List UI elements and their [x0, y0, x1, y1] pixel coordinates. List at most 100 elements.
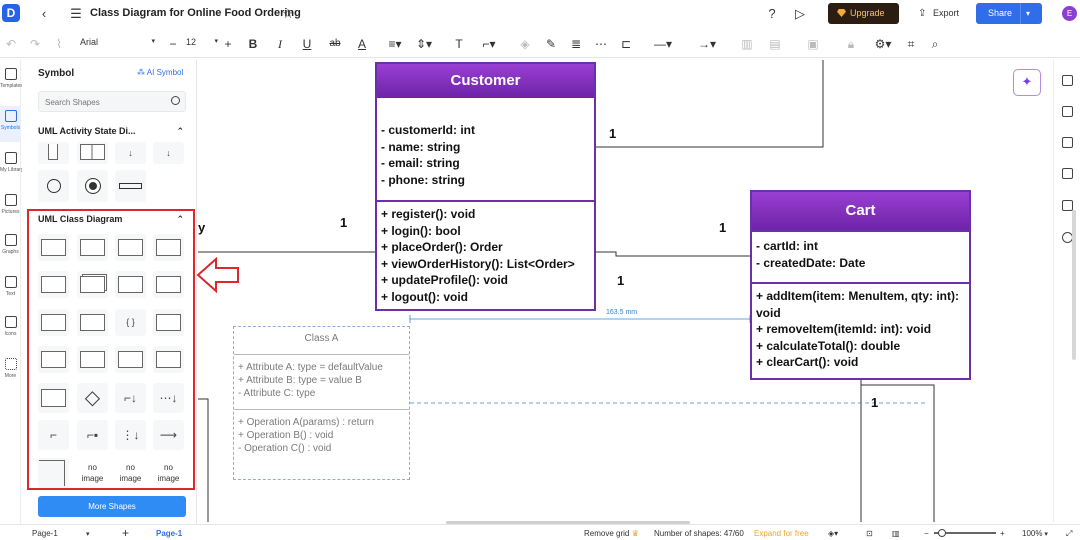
decrease-font-icon[interactable]: − — [169, 37, 177, 51]
shape-tile-signal[interactable] — [38, 309, 69, 336]
shape-tile-package[interactable] — [115, 346, 146, 373]
search-input[interactable] — [45, 95, 165, 109]
line-jump-icon[interactable]: ⊏ — [620, 37, 632, 51]
increase-font-icon[interactable]: + — [224, 37, 232, 51]
search-icon[interactable] — [171, 96, 180, 105]
arrange-icon[interactable]: ▤ — [769, 37, 781, 51]
font-color-icon[interactable]: A — [357, 37, 366, 51]
line-spacing-icon[interactable]: ⇕▾ — [415, 37, 433, 51]
rail-symbols[interactable]: Symbols — [0, 106, 21, 142]
zoom-level[interactable]: 100% ▾ — [1022, 529, 1048, 538]
shape-tile[interactable] — [38, 142, 69, 164]
horizontal-scrollbar[interactable] — [446, 521, 690, 524]
rail-templates[interactable]: Templates — [0, 68, 23, 100]
underline-icon[interactable]: U — [302, 37, 312, 51]
avatar[interactable]: E — [1062, 6, 1077, 21]
layers-icon[interactable]: ◈▾ — [828, 529, 839, 538]
page-panel-icon[interactable] — [1062, 106, 1073, 117]
expand-link[interactable]: Expand for free — [754, 529, 809, 538]
shape-tile-class[interactable] — [115, 234, 146, 261]
rail-text[interactable]: Text — [0, 276, 21, 308]
shape-tile-line[interactable] — [38, 458, 69, 488]
shape-tile[interactable] — [38, 170, 69, 202]
fit-icon[interactable]: ⊡ — [866, 529, 873, 538]
line-dash-icon[interactable]: ⋯ — [595, 37, 607, 51]
italic-icon[interactable]: I — [278, 37, 282, 51]
shape-tile-note[interactable] — [38, 383, 69, 413]
rail-graphs[interactable]: Graphs — [0, 234, 21, 266]
shape-tile-arrow[interactable]: ⟶ — [153, 420, 184, 450]
arrow-style-select[interactable]: →▾ — [697, 37, 717, 51]
remove-grid-button[interactable]: Remove grid ♛ — [584, 529, 639, 538]
share-button[interactable]: Share ▾ — [976, 3, 1042, 24]
shape-tile-package[interactable] — [153, 309, 184, 336]
position-icon[interactable]: ▣ — [807, 37, 819, 51]
chevron-up-icon[interactable]: ⌃ — [176, 214, 184, 224]
shape-tile[interactable]: ↓ — [115, 142, 146, 164]
shape-tile-connector[interactable]: ⌐ — [38, 420, 69, 450]
lock-icon[interactable]: 🔒︎ — [847, 37, 855, 51]
crop-icon[interactable]: ⌗ — [907, 37, 915, 51]
menu-icon[interactable]: ☰ — [70, 6, 82, 21]
shape-tile-decision[interactable]: ◇ — [77, 383, 108, 413]
shape-tile-files[interactable] — [77, 271, 108, 298]
zoom-in-icon[interactable]: + — [1000, 529, 1005, 538]
class-cart[interactable]: Cart - cartId: int - createdDate: Date +… — [750, 190, 971, 380]
section-uml-activity[interactable]: UML Activity State Di... ⌃ — [38, 126, 184, 136]
shape-tile[interactable]: ↓ — [153, 142, 184, 164]
shape-tile-connector[interactable]: ⌐▪ — [77, 420, 108, 450]
font-family-select[interactable]: Arial ▾ — [80, 37, 155, 47]
font-size-select[interactable]: 12 ▾ — [186, 37, 218, 47]
shape-tile-class[interactable] — [153, 234, 184, 261]
shape-tile-connector[interactable]: ⋮↓ — [115, 420, 146, 450]
class-a[interactable]: Class A + Attribute A: type = defaultVal… — [233, 326, 410, 480]
shape-tile-interface[interactable] — [38, 271, 69, 298]
shape-tile-no-image[interactable]: no image — [157, 463, 180, 483]
fill-panel-icon[interactable] — [1062, 75, 1073, 86]
undo-icon[interactable]: ↶ — [5, 37, 17, 51]
shape-tile-no-image[interactable]: no image — [119, 463, 142, 483]
zoom-out-icon[interactable]: − — [924, 529, 929, 538]
format-painter-icon[interactable]: ⌇ — [56, 37, 62, 51]
diagram-canvas[interactable]: 163.5 mm y 1 1 1 1 1 Customer - customer… — [198, 60, 1052, 522]
zoom-slider[interactable] — [934, 529, 996, 537]
settings-icon[interactable]: ⚙▾ — [874, 37, 892, 51]
ai-assistant-button[interactable]: ✦ — [1013, 69, 1041, 96]
zoom-slider-handle[interactable] — [938, 529, 946, 537]
vertical-scrollbar[interactable] — [1072, 210, 1076, 360]
line-style-select[interactable]: —▾ — [653, 37, 673, 51]
shape-tile[interactable] — [77, 170, 108, 202]
page-tab[interactable]: Page-1 — [156, 529, 183, 538]
shape-tile-package[interactable] — [153, 346, 184, 373]
line-color-icon[interactable]: ✎ — [545, 37, 557, 51]
export-button[interactable]: ⇪ Export — [916, 3, 959, 24]
align-icon[interactable]: ≡▾ — [388, 37, 402, 51]
chevron-left-icon[interactable]: ‹ — [41, 6, 47, 21]
upgrade-button[interactable]: Upgrade — [828, 3, 899, 24]
strikethrough-icon[interactable]: ab — [329, 38, 341, 49]
shape-tile-class[interactable] — [38, 234, 69, 261]
fullscreen-icon[interactable]: ⤢ — [1066, 529, 1073, 538]
chevron-up-icon[interactable]: ⌃ — [176, 126, 184, 136]
fill-icon[interactable]: ◈ — [520, 37, 530, 51]
add-page-icon[interactable]: + — [122, 526, 130, 540]
shadow-icon[interactable]: ▥ — [741, 37, 753, 51]
shape-tile-class[interactable] — [77, 234, 108, 261]
help-icon[interactable]: ? — [768, 6, 776, 21]
document-title[interactable]: Class Diagram for Online Food Ordering — [90, 7, 301, 19]
shape-tile-connector[interactable]: ⌐↓ — [115, 383, 146, 413]
find-icon[interactable]: ⌕ — [931, 37, 939, 51]
bold-icon[interactable]: B — [248, 37, 258, 51]
app-logo-icon[interactable]: D — [2, 4, 20, 22]
shape-tile-comment[interactable]: { } — [115, 309, 146, 336]
presentation-icon[interactable] — [1062, 168, 1073, 179]
redo-icon[interactable]: ↷ — [29, 37, 41, 51]
shape-tile-package[interactable] — [77, 346, 108, 373]
shape-tile-connector[interactable]: ⋯↓ — [153, 383, 184, 413]
shape-tile-package[interactable] — [38, 346, 69, 373]
star-icon[interactable]: ☆ — [282, 6, 294, 21]
class-customer[interactable]: Customer - customerId: int - name: strin… — [375, 62, 596, 311]
shape-tile[interactable] — [115, 170, 146, 202]
more-shapes-button[interactable]: More Shapes — [38, 496, 186, 517]
section-uml-class-diagram[interactable]: UML Class Diagram ⌃ — [38, 214, 184, 224]
